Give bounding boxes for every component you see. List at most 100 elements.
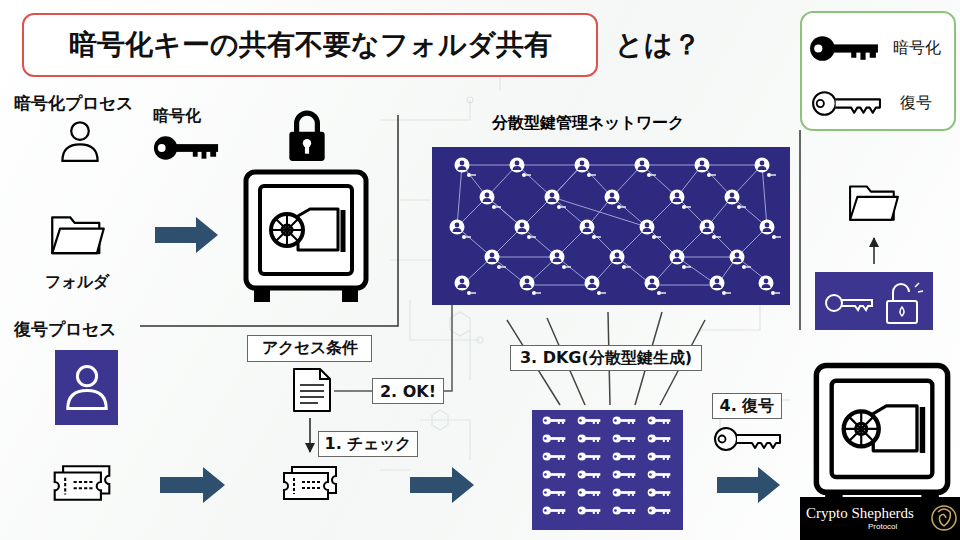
legend-text: 暗号化	[893, 38, 941, 59]
ticket-icon	[284, 467, 336, 499]
network-peers-part	[575, 158, 597, 178]
unlock-box-part	[842, 300, 872, 310]
circuit-pattern-part	[557, 57, 563, 63]
decrypt-key-icon	[715, 428, 780, 450]
key-shares-part	[543, 434, 566, 442]
network-heading: 分散型鍵管理ネットワーク	[492, 113, 684, 134]
network-peers	[450, 158, 782, 296]
network-peers-part	[485, 250, 507, 270]
user-box	[55, 350, 118, 425]
circuit-pattern-part	[477, 337, 483, 343]
ram-logo	[932, 506, 956, 530]
network-peers-part	[515, 220, 537, 240]
block-arrow	[160, 467, 225, 503]
legend-key-black	[810, 36, 878, 61]
network-graph	[450, 158, 782, 296]
network-peers-part	[755, 158, 777, 178]
folder-icon	[52, 217, 104, 253]
circuit-pattern-part	[380, 60, 790, 470]
key-shares-part	[532, 410, 683, 530]
step-text: 2. OK!	[380, 382, 436, 401]
step-box: 1. チェック	[318, 431, 418, 457]
legend-text: 復号	[900, 93, 932, 114]
step-text: 4. 復号	[720, 396, 775, 417]
key-shares-part	[613, 434, 636, 442]
key-shares-part	[543, 506, 566, 514]
unlock-box-part	[915, 283, 923, 292]
ram-logo-part	[938, 509, 950, 526]
unlock-box-part	[815, 272, 933, 330]
legend-key-white	[813, 92, 880, 115]
network-peers-part	[480, 190, 502, 210]
network-links	[457, 165, 772, 285]
lock-icon	[289, 113, 324, 161]
key-shares-part	[543, 470, 566, 478]
safe-icon	[246, 172, 366, 302]
network-peers-part	[760, 220, 782, 240]
key-shares-part	[648, 416, 671, 424]
key-shares-part	[648, 434, 671, 442]
key-shares-part	[578, 506, 601, 514]
network-peers-part	[645, 276, 667, 296]
key-shares-part	[613, 506, 636, 514]
condition-box: アクセス条件	[247, 335, 372, 362]
safe-icon	[816, 365, 947, 507]
key-shares-part	[648, 470, 671, 478]
ram-logo-part	[932, 506, 956, 530]
key-label: 暗号化	[153, 106, 201, 127]
network-peers-part	[450, 220, 472, 240]
step-box: 3. DKG(分散型鍵生成)	[510, 345, 702, 371]
logo-text: Crypto Shepherds	[806, 505, 914, 522]
circuit-pattern-part	[467, 97, 473, 103]
block-arrow	[410, 467, 474, 503]
logo-box: Crypto ShepherdsProtocol	[800, 497, 960, 540]
step-box: 2. OK!	[372, 378, 444, 404]
network-peers-part	[759, 276, 781, 296]
key-shares-part	[648, 488, 671, 496]
key-shares-part	[648, 506, 671, 514]
key-shares-part	[613, 470, 636, 478]
network-peers-part	[545, 190, 567, 210]
section-label: 暗号化プロセス	[14, 92, 133, 115]
section-divider-part	[140, 115, 398, 326]
circuit-pattern-part	[432, 410, 448, 430]
person-icon	[62, 122, 97, 161]
network-peers-part	[635, 158, 657, 178]
dkg-lines	[507, 312, 705, 405]
step-box: 4. 復号	[712, 393, 782, 419]
network-peers-part	[700, 220, 722, 240]
network-peers-part	[695, 158, 717, 178]
key-shares-part	[613, 488, 636, 496]
network-peers-part	[710, 276, 732, 296]
key-shares-part	[578, 434, 601, 442]
document-icon	[294, 369, 330, 411]
network-peers-part	[605, 190, 627, 210]
legend-box	[801, 12, 955, 130]
logo-text: Protocol	[868, 522, 897, 532]
network-peers-part	[455, 276, 477, 296]
network-peers-part	[585, 276, 607, 296]
section-label: 復号プロセス	[14, 318, 116, 341]
key-shares-part	[543, 488, 566, 496]
encrypt-key-icon	[154, 136, 218, 159]
network-peers-part	[730, 250, 752, 270]
block-arrow	[155, 217, 218, 253]
check-arrow	[309, 418, 311, 452]
key-shares-part	[543, 416, 566, 424]
network-peers-part	[550, 250, 572, 270]
title-box: 暗号化キーの共有不要なフォルダ共有	[22, 13, 598, 77]
network-peers-part	[580, 220, 602, 240]
network-peers-part	[670, 190, 692, 210]
network-peers-part	[725, 190, 747, 210]
network-peers-part	[455, 158, 477, 178]
connector-line	[444, 305, 452, 391]
step-text: 3. DKG(分散型鍵生成)	[520, 348, 692, 369]
key-shares-part	[613, 452, 636, 460]
unlock-box-part	[900, 307, 904, 316]
